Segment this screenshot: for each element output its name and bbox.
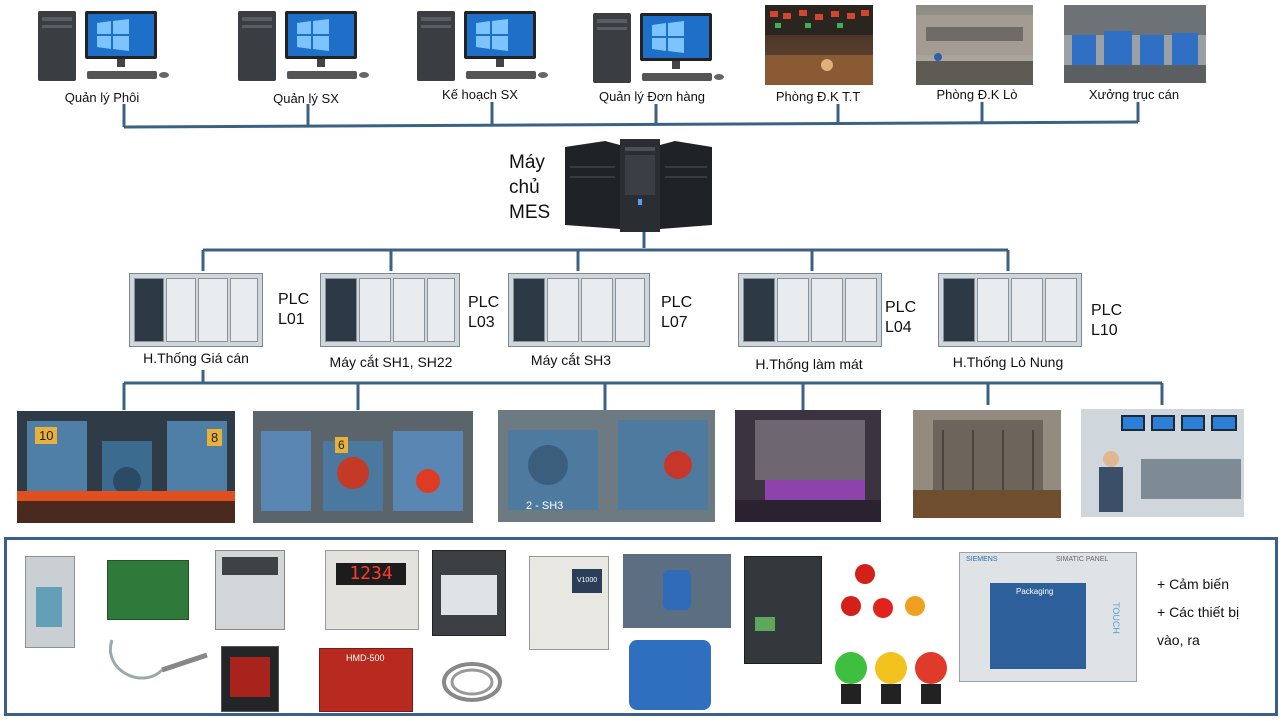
furnace-room-photo: [916, 5, 1033, 85]
field-devices-panel: 1234 HMD-500 V1000 SIEMENS SIMATIC PANEL…: [4, 537, 1278, 716]
server-icon: [565, 137, 712, 232]
hmi-brand: SIEMENS: [966, 556, 998, 563]
pilot-lamp-icon: [831, 650, 951, 710]
device-notes: + Cảm biến + Các thiết bị vào, ra: [1157, 570, 1239, 654]
hmi-screen-title: Packaging: [1016, 587, 1054, 596]
plc-label: Máy cắt SH1, SH22: [329, 354, 453, 370]
plc-name-line: L03: [468, 314, 495, 331]
plc-name-line: L10: [1091, 322, 1118, 339]
top-node-label: Quản lý SX: [273, 91, 339, 106]
plc-label: H.Thống làm mát: [755, 356, 863, 372]
plc-cabinet: [129, 273, 263, 347]
top-bus: [123, 120, 1139, 129]
stand-number: 8: [207, 429, 223, 446]
top-node-label: Quản lý Đơn hàng: [598, 89, 706, 104]
device-note: + Cảm biến: [1157, 576, 1229, 592]
server-label: Máy chủ MES: [509, 150, 550, 225]
cooling-bed-photo: [913, 410, 1061, 518]
hmi-screen: Packaging: [990, 583, 1086, 669]
device-note: + Các thiết bị: [1157, 604, 1240, 620]
plc-name: PLC L03: [468, 293, 499, 333]
plc-name-line: PLC: [885, 299, 917, 316]
server-label-line: MES: [509, 202, 551, 223]
hmi-touch-label: TOUCH: [1110, 602, 1121, 634]
plc-name-line: PLC: [468, 294, 500, 311]
inverter-model: V1000: [572, 569, 602, 593]
top-node-label: Phòng Đ.K Lò: [936, 87, 1018, 102]
plc-label: H.Thống Giá cán: [143, 350, 249, 366]
controller-label: HMD-500: [346, 653, 385, 663]
heat-detector-icon: HMD-500: [319, 648, 413, 712]
shear-sh3-photo: 2 - SH3: [498, 410, 715, 522]
circuit-board-icon: [107, 560, 189, 620]
plc-cabinet: [938, 273, 1082, 347]
roll-workshop-photo: [1064, 5, 1206, 83]
contactor-icon: [215, 550, 285, 630]
flowmeter-icon: [623, 554, 731, 628]
inverter-icon: V1000: [529, 556, 609, 650]
hmi-model: SIMATIC PANEL: [1056, 556, 1109, 563]
machine-plate: 2 - SH3: [526, 500, 564, 512]
plc-cabinet: [320, 273, 460, 347]
computer-icon: [592, 11, 727, 86]
plc-name-line: PLC: [1091, 302, 1123, 319]
drive-module-icon: [744, 556, 822, 664]
server-label-line: Máy: [509, 152, 545, 173]
control-room-photo: [1081, 409, 1244, 517]
furnace-photo: [735, 410, 881, 522]
plc-name: PLC L01: [278, 290, 309, 330]
plc-name: PLC L10: [1091, 301, 1122, 341]
hmi-panel-icon: SIEMENS SIMATIC PANEL Packaging TOUCH: [959, 552, 1137, 682]
computer-icon: [237, 9, 372, 84]
power-supply-icon: [25, 556, 75, 648]
plc-label: H.Thống Lò Nung: [952, 354, 1064, 370]
plc-name-line: L01: [278, 311, 305, 328]
control-room-photo: [765, 5, 873, 85]
motor-icon: [629, 640, 711, 710]
counter-display: 1234: [336, 563, 406, 585]
thermocouple-icon: [102, 630, 212, 690]
plc-name-line: L07: [661, 314, 688, 331]
plc-name: PLC L04: [885, 298, 916, 338]
digital-counter-icon: 1234: [325, 550, 419, 630]
plc-name-line: L04: [885, 319, 912, 336]
power-meter-icon: [221, 646, 279, 712]
top-node-label: Phòng Đ.K T.T: [775, 89, 861, 104]
server-label-line: chủ: [509, 177, 540, 198]
top-node-label: Kế hoạch SX: [442, 87, 518, 102]
plc-name-line: PLC: [661, 294, 693, 311]
computer-icon: [37, 9, 172, 84]
top-node-label: Xưởng trục cán: [1088, 87, 1180, 102]
plc-name: PLC L07: [661, 293, 692, 333]
shear-machine-photo: 6: [253, 411, 473, 523]
plc-label: Máy cắt SH3: [530, 352, 612, 368]
rolling-mill-photo: 10 8: [17, 411, 235, 523]
top-node-label: Quản lý Phôi: [64, 90, 140, 105]
stand-number: 10: [35, 427, 58, 444]
plc-cabinet: [738, 273, 882, 347]
plc-cabinet: [508, 273, 650, 347]
plc-name-line: PLC: [278, 291, 310, 308]
computer-icon: [416, 9, 551, 84]
stand-number: 6: [335, 437, 348, 453]
device-note: vào, ra: [1157, 632, 1200, 648]
pushbutton-set-icon: [835, 556, 931, 630]
contactor-icon: [432, 550, 506, 636]
cable-coil-icon: [440, 658, 504, 706]
